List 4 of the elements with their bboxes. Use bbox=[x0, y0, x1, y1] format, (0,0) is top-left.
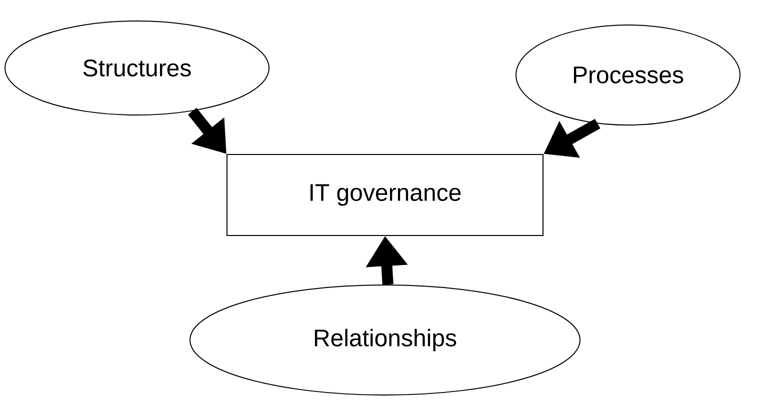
process-box: IT governance bbox=[226, 154, 544, 236]
ellipse-node: Relationships bbox=[190, 284, 580, 396]
ellipse-node: Structures bbox=[4, 20, 270, 116]
ellipse-node: Processes bbox=[516, 24, 740, 126]
